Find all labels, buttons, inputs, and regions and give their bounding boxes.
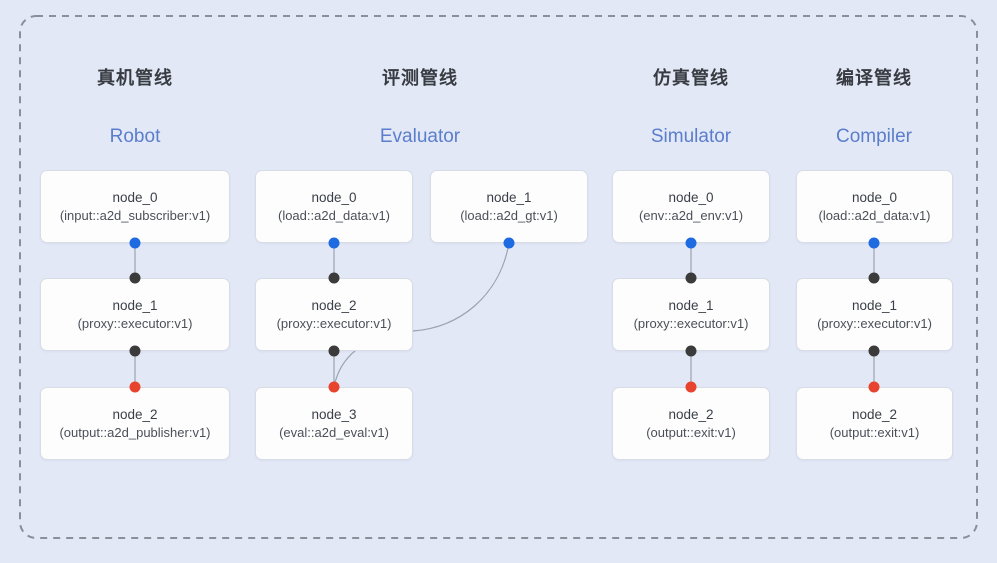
node-compiler-1: node_1 (proxy::executor:v1): [796, 278, 953, 351]
node-detail: (proxy::executor:v1): [633, 316, 749, 331]
node-detail: (output::exit:v1): [829, 425, 920, 440]
node-detail: (load::a2d_data:v1): [277, 208, 391, 223]
pipeline-title-cn-robot: 真机管线: [97, 68, 173, 88]
pipeline-title-en-simulator: Simulator: [650, 126, 732, 147]
edge-evaluator-1-3-curve: [333, 242, 510, 388]
node-evaluator-1: node_1 (load::a2d_gt:v1): [430, 170, 588, 243]
node-evaluator-3: node_3 (eval::a2d_eval:v1): [255, 387, 413, 460]
node-detail: (input::a2d_subscriber:v1): [59, 208, 211, 223]
diagram-boundary: [19, 15, 978, 539]
node-detail: (env::a2d_env:v1): [638, 208, 744, 223]
node-name: node_3: [311, 407, 357, 422]
node-detail: (eval::a2d_eval:v1): [279, 425, 389, 440]
node-robot-0: node_0 (input::a2d_subscriber:v1): [40, 170, 230, 243]
node-name: node_1: [668, 298, 714, 313]
node-name: node_2: [311, 298, 357, 313]
node-simulator-0: node_0 (env::a2d_env:v1): [612, 170, 770, 243]
node-detail: (proxy::executor:v1): [276, 316, 392, 331]
node-name: node_0: [668, 190, 714, 205]
pipeline-title-cn-simulator: 仿真管线: [653, 68, 729, 88]
node-detail: (proxy::executor:v1): [817, 316, 932, 331]
node-detail: (load::a2d_data:v1): [818, 208, 931, 223]
pipeline-title-cn-compiler: 编译管线: [836, 68, 912, 88]
node-detail: (output::exit:v1): [646, 425, 736, 440]
pipeline-title-en-evaluator: Evaluator: [379, 126, 461, 147]
pipeline-title-en-compiler: Compiler: [835, 126, 913, 147]
node-detail: (proxy::executor:v1): [77, 316, 193, 331]
node-detail: (output::a2d_publisher:v1): [59, 425, 211, 440]
pipeline-title-en-robot: Robot: [109, 126, 161, 147]
node-compiler-0: node_0 (load::a2d_data:v1): [796, 170, 953, 243]
node-name: node_0: [311, 190, 357, 205]
node-robot-1: node_1 (proxy::executor:v1): [40, 278, 230, 351]
node-name: node_0: [112, 190, 158, 205]
node-name: node_0: [851, 190, 898, 205]
node-name: node_2: [112, 407, 158, 422]
node-evaluator-2: node_2 (proxy::executor:v1): [255, 278, 413, 351]
node-name: node_2: [851, 407, 898, 422]
node-name: node_1: [486, 190, 532, 205]
node-detail: (load::a2d_gt:v1): [460, 208, 558, 223]
node-simulator-2: node_2 (output::exit:v1): [612, 387, 770, 460]
pipeline-title-cn-evaluator: 评测管线: [382, 68, 458, 88]
node-name: node_1: [112, 298, 158, 313]
node-name: node_1: [851, 298, 898, 313]
node-robot-2: node_2 (output::a2d_publisher:v1): [40, 387, 230, 460]
node-simulator-1: node_1 (proxy::executor:v1): [612, 278, 770, 351]
node-evaluator-0: node_0 (load::a2d_data:v1): [255, 170, 413, 243]
node-name: node_2: [668, 407, 714, 422]
node-compiler-2: node_2 (output::exit:v1): [796, 387, 953, 460]
